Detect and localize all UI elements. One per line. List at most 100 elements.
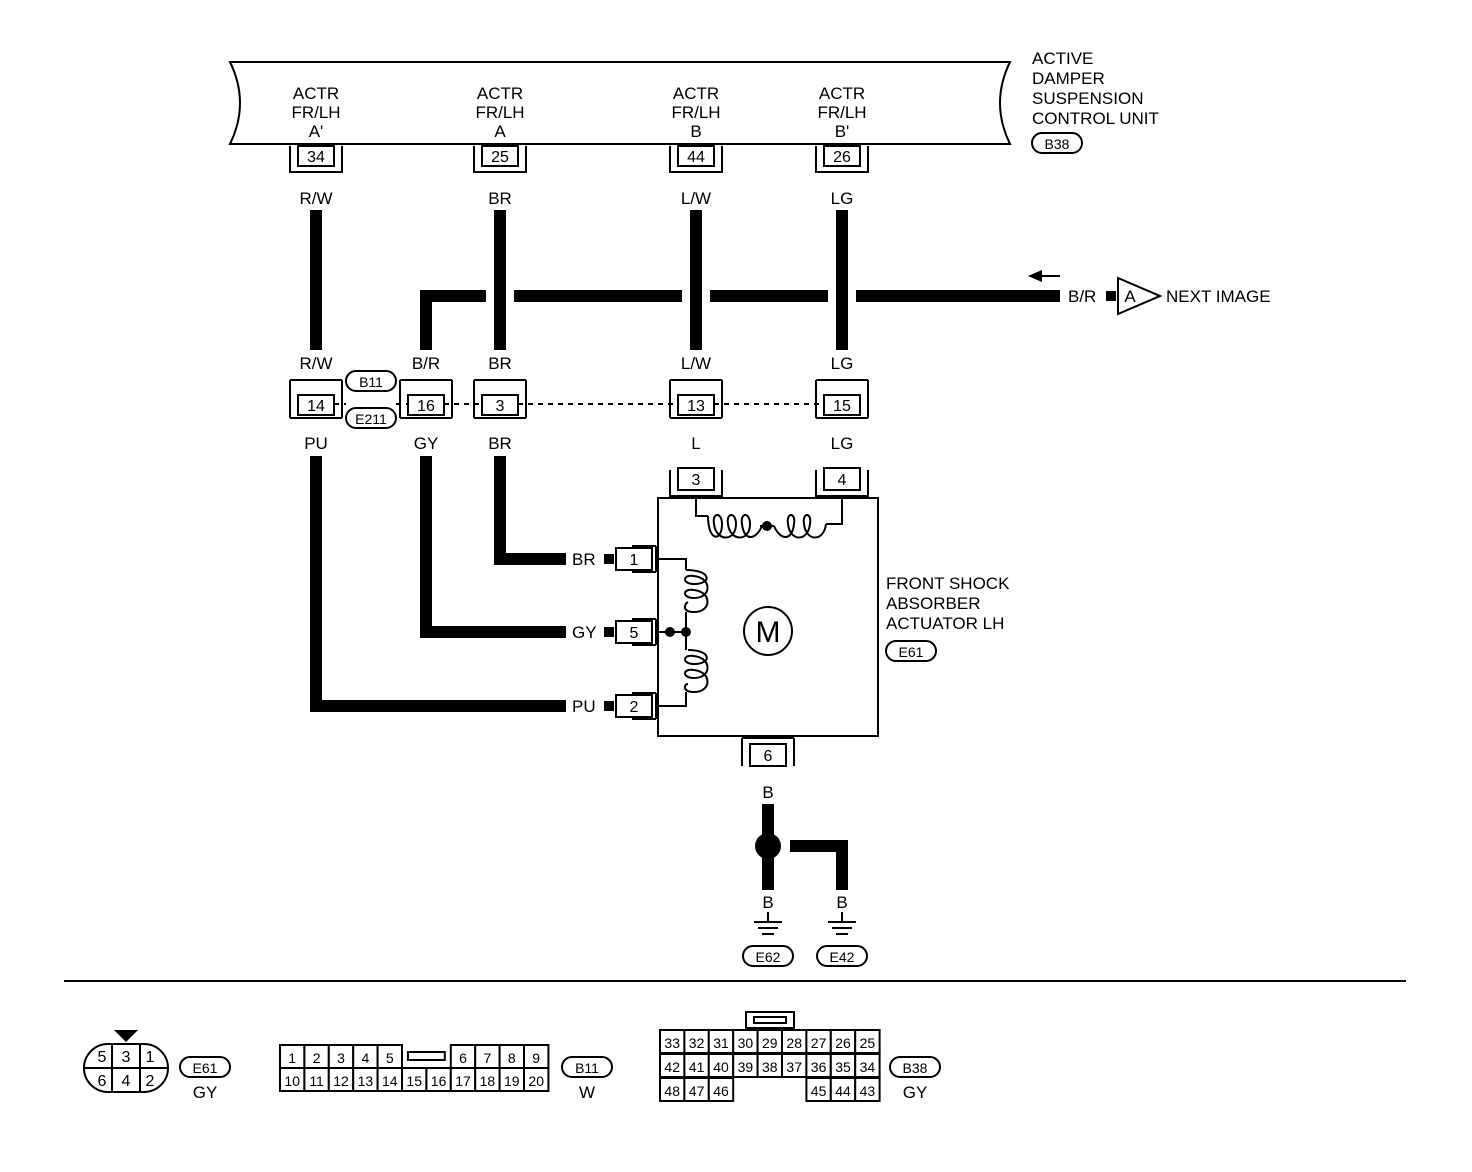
svg-text:L: L xyxy=(691,434,700,453)
next-image-reference: B/R A NEXT IMAGE xyxy=(1028,270,1271,316)
svg-text:LG: LG xyxy=(831,354,854,373)
b11-pin-5-label: 5 xyxy=(386,1050,394,1066)
actuator-pin-2: PU 2 xyxy=(572,692,657,720)
b11-pin-13-label: 13 xyxy=(358,1073,374,1089)
joint-pin-13: L/W 13 L xyxy=(669,354,723,453)
b38-pin-label: 43 xyxy=(860,1083,876,1099)
svg-text:26: 26 xyxy=(833,149,851,166)
b38-pin-label: 26 xyxy=(835,1035,851,1051)
svg-text:14: 14 xyxy=(307,398,325,415)
joint-pin-16: B/R 16 GY xyxy=(399,354,453,453)
b11-pin-11-label: 11 xyxy=(309,1073,324,1089)
svg-text:ACTR: ACTR xyxy=(673,84,719,103)
svg-text:6: 6 xyxy=(764,748,773,765)
svg-text:1: 1 xyxy=(146,1049,155,1066)
svg-text:E211: E211 xyxy=(355,411,387,427)
svg-text:W: W xyxy=(579,1083,595,1102)
connector-tag-b11: B11 xyxy=(345,370,397,392)
connector-tag-b38-top: B38 xyxy=(1031,132,1083,154)
svg-text:E62: E62 xyxy=(756,949,781,965)
motor-symbol: M xyxy=(743,606,793,656)
svg-text:GY: GY xyxy=(414,434,439,453)
svg-text:L/W: L/W xyxy=(681,189,711,208)
b38-pin-label: 34 xyxy=(860,1059,876,1075)
b11-pin-16-label: 16 xyxy=(431,1073,447,1089)
b11-pin-1-label: 1 xyxy=(288,1050,296,1066)
b11-pin-6-label: 6 xyxy=(459,1050,467,1066)
connector-view-e61: 5 3 1 6 4 2 E61 GY xyxy=(83,1030,231,1102)
svg-text:B11: B11 xyxy=(359,374,383,390)
svg-text:A': A' xyxy=(309,122,324,141)
b11-pin-17-label: 17 xyxy=(455,1073,471,1089)
b11-pin-20-label: 20 xyxy=(528,1073,544,1089)
b11-pin-7-label: 7 xyxy=(484,1050,492,1066)
b38-pin-label: 31 xyxy=(713,1035,729,1051)
actuator: 3 4 M xyxy=(572,467,1010,802)
svg-text:GY: GY xyxy=(193,1083,218,1102)
svg-text:E42: E42 xyxy=(830,949,855,965)
b11-pin-19-label: 19 xyxy=(504,1073,520,1089)
b11-pin-15-label: 15 xyxy=(406,1073,422,1089)
svg-text:FR/LH: FR/LH xyxy=(475,103,524,122)
b11-key-slot xyxy=(407,1051,446,1061)
control-unit-name-1: ACTIVE xyxy=(1032,49,1093,68)
key-marker-icon xyxy=(114,1030,138,1042)
svg-text:B': B' xyxy=(835,122,850,141)
joint-pin-15: LG 15 LG xyxy=(815,354,869,453)
b38-pin-cell xyxy=(707,1077,735,1102)
b38-pin-label: 35 xyxy=(835,1059,851,1075)
svg-text:R/W: R/W xyxy=(299,189,332,208)
b38-pin-label: 42 xyxy=(664,1059,680,1075)
svg-text:25: 25 xyxy=(491,149,509,166)
svg-text:13: 13 xyxy=(687,398,705,415)
svg-text:ACTR: ACTR xyxy=(293,84,339,103)
svg-text:4: 4 xyxy=(838,472,847,489)
b38-pin-label: 46 xyxy=(713,1083,729,1099)
connector-tag-e211: E211 xyxy=(345,407,397,429)
b38-pin-label: 41 xyxy=(689,1059,705,1075)
svg-text:2: 2 xyxy=(146,1073,155,1090)
svg-text:A: A xyxy=(1124,287,1136,306)
svg-text:B/R: B/R xyxy=(412,354,440,373)
connector-tag-e61: E61 xyxy=(885,640,937,662)
top-coil xyxy=(695,498,843,539)
b38-pin-label: 28 xyxy=(786,1035,802,1051)
b11-pin-12-label: 12 xyxy=(333,1073,349,1089)
svg-text:BR: BR xyxy=(488,354,512,373)
svg-text:B: B xyxy=(762,893,773,912)
svg-text:GY: GY xyxy=(903,1083,928,1102)
terminal-26: ACTR FR/LH B' 26 LG xyxy=(815,84,869,208)
lower-wires xyxy=(310,456,566,712)
terminal-34: ACTR FR/LH A' 34 R/W xyxy=(289,84,343,208)
svg-text:GY: GY xyxy=(572,623,597,642)
b38-pin-label: 45 xyxy=(811,1083,827,1099)
b11-pin-4-label: 4 xyxy=(362,1050,370,1066)
svg-text:R/W: R/W xyxy=(299,354,332,373)
svg-text:E61: E61 xyxy=(899,644,924,660)
svg-text:4: 4 xyxy=(122,1073,131,1090)
b11-pin-8-label: 8 xyxy=(508,1050,516,1066)
svg-text:BR: BR xyxy=(488,189,512,208)
control-unit-name-2: DAMPER xyxy=(1032,69,1105,88)
b38-pin-label: 27 xyxy=(811,1035,827,1051)
actuator-name-1: FRONT SHOCK xyxy=(886,574,1010,593)
control-unit-name-4: CONTROL UNIT xyxy=(1032,109,1159,128)
b38-pin-label: 36 xyxy=(811,1059,827,1075)
svg-text:B38: B38 xyxy=(1045,136,1070,152)
b38-pin-label: 40 xyxy=(713,1059,729,1075)
svg-text:BR: BR xyxy=(488,434,512,453)
actuator-pin-3: 3 xyxy=(669,467,723,497)
control-unit-name-3: SUSPENSION xyxy=(1032,89,1143,108)
svg-text:BR: BR xyxy=(572,550,596,569)
svg-text:B: B xyxy=(690,122,701,141)
svg-text:FR/LH: FR/LH xyxy=(817,103,866,122)
b11-pin-2-label: 2 xyxy=(313,1050,321,1066)
svg-text:3: 3 xyxy=(692,472,701,489)
svg-text:LG: LG xyxy=(831,189,854,208)
svg-text:B/R: B/R xyxy=(1068,287,1096,306)
svg-text:34: 34 xyxy=(307,149,325,166)
joint-pin-3: BR 3 BR xyxy=(473,354,527,453)
